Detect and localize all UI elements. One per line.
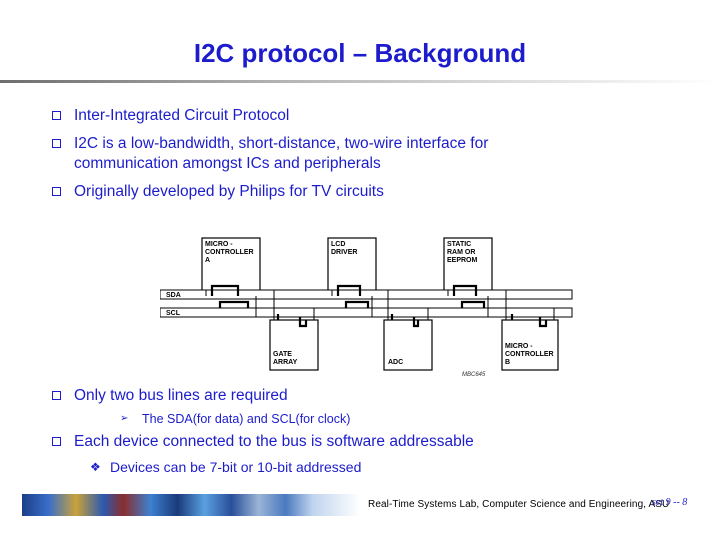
block-label: ADC (388, 359, 403, 366)
bullet-text: Inter-Integrated Circuit Protocol (74, 107, 290, 124)
i2c-bus-diagram: SDA SCL MICRO - CONTROLLER A LCD DRIVER … (160, 237, 573, 378)
bullet-text: Originally developed by Philips for TV c… (74, 183, 384, 200)
block-label: LCD (331, 241, 345, 248)
block-label: MICRO - (205, 241, 233, 248)
square-bullet-icon (52, 391, 61, 400)
block-label: STATIC (447, 241, 471, 248)
bullet-item: Only two bus lines are required (52, 386, 652, 406)
slide-title: I2C protocol – Background (193, 38, 527, 68)
figure-ref-code: MBC645 (462, 372, 486, 378)
sub-bullet-item: ➢ The SDA(for data) and SCL(for clock) (120, 411, 620, 427)
block-label: GATE (273, 351, 292, 358)
sda-bus-line (160, 289, 573, 300)
slide-number: set 9 -- 8 (652, 497, 688, 508)
bullet-item: I2C is a low-bandwidth, short-distance, … (52, 134, 592, 174)
block-label: RAM OR (447, 249, 475, 256)
bullet-item: Inter-Integrated Circuit Protocol (52, 106, 652, 126)
connection-wires (210, 284, 548, 328)
bullet-text: Each device connected to the bus is soft… (74, 433, 474, 450)
bullet-text: Only two bus lines are required (74, 387, 288, 404)
device-block (501, 319, 559, 371)
footer-banner-image (22, 494, 360, 516)
square-bullet-icon (52, 437, 61, 446)
arrow-bullet-icon: ➢ (120, 413, 129, 424)
block-label: DRIVER (331, 249, 357, 256)
sub-bullet-text: Devices can be 7-bit or 10-bit addressed (110, 459, 362, 475)
block-label: CONTROLLER (205, 249, 254, 256)
scl-bus-line (160, 307, 573, 318)
bullet-text: I2C is a low-bandwidth, short-distance, … (74, 135, 489, 172)
block-label: A (205, 257, 210, 264)
block-label: ARRAY (273, 359, 298, 366)
device-block (269, 319, 319, 371)
square-bullet-icon (52, 111, 61, 120)
block-label: B (505, 359, 510, 366)
bullet-item: Each device connected to the bus is soft… (52, 432, 672, 452)
square-bullet-icon (52, 139, 61, 148)
title-divider (0, 80, 720, 83)
bullet-item: Originally developed by Philips for TV c… (52, 182, 652, 202)
sub-bullet-item: ❖ Devices can be 7-bit or 10-bit address… (90, 458, 650, 476)
block-label: CONTROLLER (505, 351, 554, 358)
block-label: MICRO - (505, 343, 533, 350)
footer-lab-name: Real-Time Systems Lab, Computer Science … (368, 499, 670, 510)
device-block (383, 319, 433, 371)
tap-lines (205, 290, 555, 320)
diamond-bullet-icon: ❖ (90, 460, 101, 474)
block-label: EEPROM (447, 257, 478, 264)
scl-label: SCL (166, 310, 181, 317)
sub-bullet-text: The SDA(for data) and SCL(for clock) (142, 412, 351, 426)
square-bullet-icon (52, 187, 61, 196)
sda-label: SDA (166, 292, 181, 299)
